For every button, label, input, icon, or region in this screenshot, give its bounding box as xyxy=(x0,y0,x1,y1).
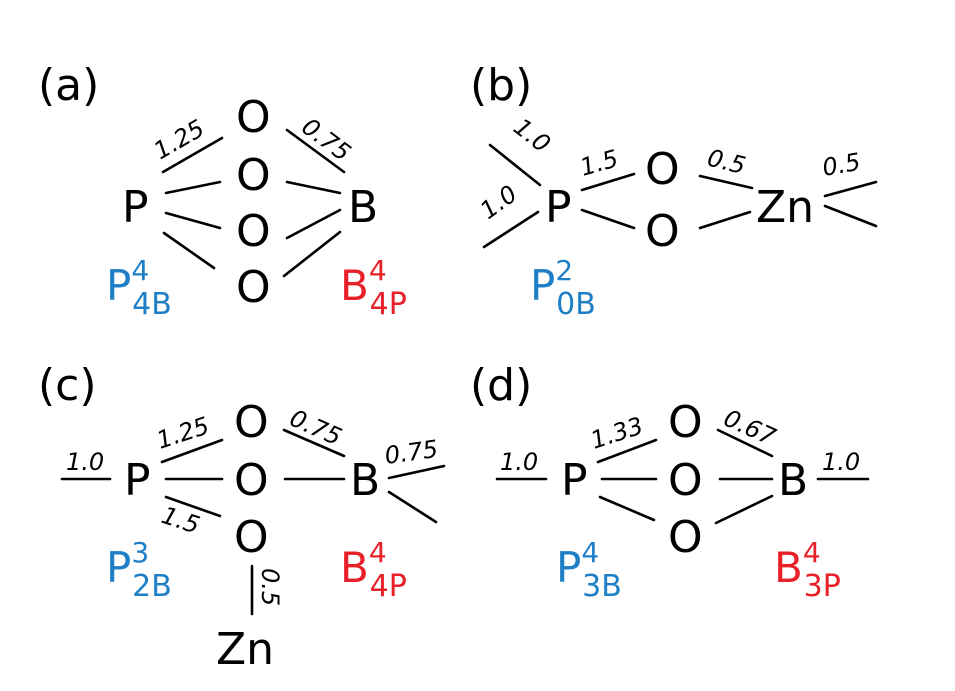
panel-d-b-site-base: B xyxy=(774,543,803,592)
panel-c-p-site-sup: 3 xyxy=(131,536,149,569)
panel-b-atom-p: P xyxy=(545,182,572,233)
panel-c-bond-value-b-ext: 0.75 xyxy=(383,435,440,470)
panel-c-b-site-sub: 4P xyxy=(370,569,407,604)
panel-c-atom-b: B xyxy=(350,455,380,506)
panel-c-atom-o1: O xyxy=(234,397,269,448)
panel-c-bond-p-o3 xyxy=(164,495,222,518)
panel-d-p-site-sup: 4 xyxy=(581,536,599,569)
panel-b-bond-zn-ext-upper xyxy=(823,180,878,198)
panel-b-p-site-base: P xyxy=(530,261,555,310)
panel-d-bond-o3-b xyxy=(714,494,774,525)
panel-b-bond-ext-lower xyxy=(482,210,540,249)
panel-c-bond-p-o1 xyxy=(160,438,224,464)
panel-a-p-site-base: P xyxy=(106,261,131,310)
panel-a-atom-p: P xyxy=(122,182,149,233)
panel-b-bond-o1-zn xyxy=(698,174,754,190)
panel-b-label: (b) xyxy=(470,60,532,111)
panel-a-bond-o3-b xyxy=(285,208,342,240)
panel-a-atom-o2: O xyxy=(236,150,271,201)
panel-d-bond-p-o1 xyxy=(596,438,658,464)
panel-b-bond-value-p-o: 1.5 xyxy=(577,144,621,181)
panel-a-bond-p-o2 xyxy=(164,180,222,195)
panel-c-bond-value-ext-left: 1.0 xyxy=(66,448,104,476)
panel-c-atom-zn: Zn xyxy=(216,624,274,675)
panel-b-bond-o2-zn xyxy=(698,210,752,230)
panel-d-p-site-sub: 3B xyxy=(582,569,622,604)
panel-c-atom-o3: O xyxy=(234,512,269,563)
panel-a-bond-p-o3 xyxy=(164,211,222,230)
panel-c-bond-o1-b xyxy=(282,428,346,458)
panel-c-b-site-base: B xyxy=(340,543,369,592)
panel-c-p-site-sub: 2B xyxy=(132,569,172,604)
panel-c-bond-b-ext-lower xyxy=(387,490,438,524)
panel-a-atom-o4: O xyxy=(236,262,271,313)
panel-d-p-site-base: P xyxy=(556,543,581,592)
panel-b-p-site-sub: 0B xyxy=(556,287,596,322)
panel-b-bond-p-o1 xyxy=(580,172,636,192)
panel-d-bond-p-o3 xyxy=(598,495,656,522)
panel-a-p-site-sup: 4 xyxy=(131,254,149,287)
panel-b-bond-p-o2 xyxy=(580,208,636,230)
panel-d-b-site-sup: 4 xyxy=(803,536,821,569)
panel-a-bond-o4-b xyxy=(282,230,342,278)
panel-c-p-site-base: P xyxy=(106,543,131,592)
panel-b-bond-value-ext-upper: 1.0 xyxy=(508,113,555,159)
panel-c-b-site-sup: 4 xyxy=(369,536,387,569)
panel-c-label: (c) xyxy=(38,360,97,411)
panel-c-bond-value-o-zn: 0.5 xyxy=(256,568,284,606)
panel-a-label: (a) xyxy=(38,60,99,111)
panel-c-atom-p: P xyxy=(124,455,151,506)
panel-a-atom-o1: O xyxy=(236,92,271,143)
panel-b-bond-zn-ext-lower xyxy=(823,204,878,228)
panel-a-atom-o3: O xyxy=(236,206,271,257)
panel-b-atom-o1: O xyxy=(645,144,680,195)
panel-c: (c) P O O O B Zn 1.0 1.25 0.75 0.75 1.5 … xyxy=(38,360,446,675)
panel-a-bond-value-p-o: 1.25 xyxy=(149,114,209,165)
panel-c-bond-b-ext-upper xyxy=(387,464,446,480)
panel-b-bond-value-ext-lower: 1.0 xyxy=(475,180,522,225)
panel-d-bond-o1-b xyxy=(716,428,774,458)
panel-a-p-site-sub: 4B xyxy=(132,287,172,322)
panel-b-bond-value-zn-ext: 0.5 xyxy=(820,148,862,182)
panel-a-bond-o1-b xyxy=(285,128,346,174)
panel-a-b-site-sup: 4 xyxy=(369,254,387,287)
panel-a-atom-b: B xyxy=(348,182,378,233)
panel-d-atom-b: B xyxy=(778,455,808,506)
panel-b-bond-ext-upper xyxy=(488,143,542,187)
panel-b-atom-zn: Zn xyxy=(756,182,814,233)
panel-d-atom-o2: O xyxy=(668,455,703,506)
panel-d-atom-o1: O xyxy=(668,397,703,448)
panel-a-b-site-base: B xyxy=(340,261,369,310)
panel-b-bond-value-o-zn: 0.5 xyxy=(705,144,749,180)
panel-d-atom-p: P xyxy=(561,455,588,506)
panel-a-bond-p-o1 xyxy=(161,136,224,174)
panel-b-atom-o2: O xyxy=(645,206,680,257)
panel-a-bond-o2-b xyxy=(285,180,342,195)
panel-d-b-site-sub: 3P xyxy=(804,569,841,604)
panel-b-p-site-sup: 2 xyxy=(555,254,573,287)
panel-d-label: (d) xyxy=(470,360,532,411)
panel-a-bond-p-o4 xyxy=(162,231,216,270)
panel-d-bond-value-ext-left: 1.0 xyxy=(500,448,538,476)
panel-d-bond-value-b-ext: 1.0 xyxy=(822,448,860,476)
panel-c-atom-o2: O xyxy=(234,455,269,506)
panel-d-atom-o3: O xyxy=(668,512,703,563)
panel-c-bond-value-p-o: 1.25 xyxy=(153,412,212,455)
panel-a-b-site-sub: 4P xyxy=(370,287,407,322)
